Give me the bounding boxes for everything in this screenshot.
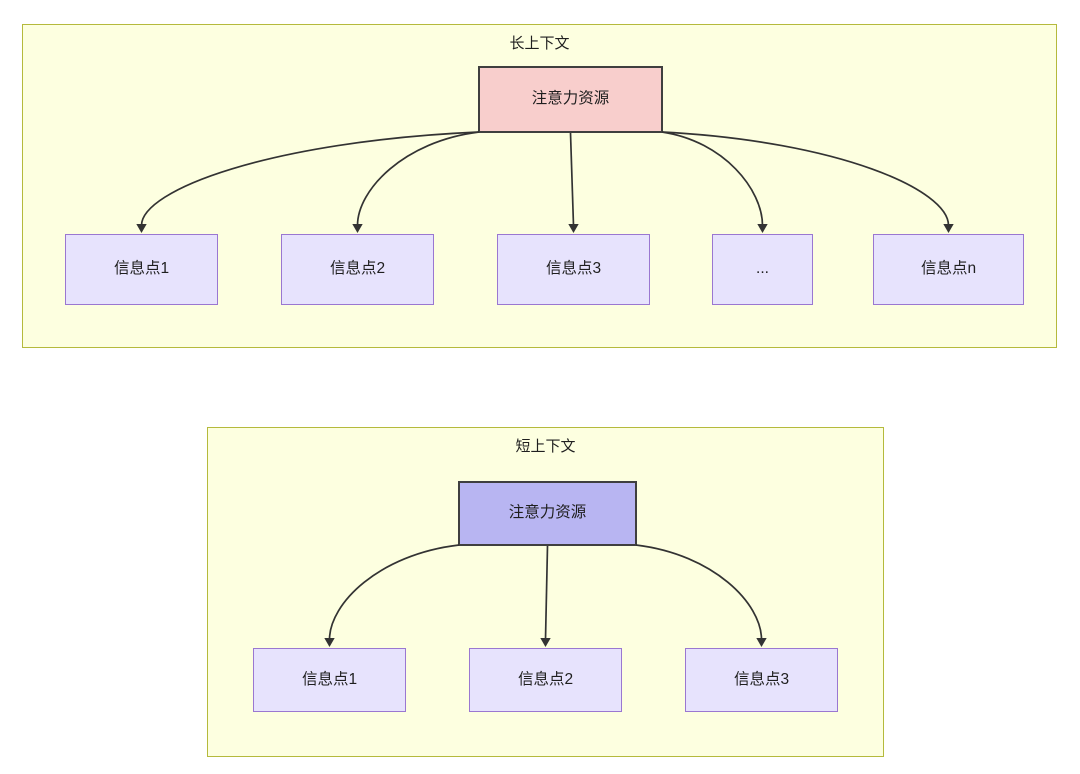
group-long-context-title: 长上下文 <box>509 35 570 52</box>
node-label: 注意力资源 <box>531 90 610 108</box>
group-short-context-title: 短上下文 <box>515 438 576 455</box>
node-label: 信息点1 <box>113 260 170 278</box>
node-info-point-n[interactable]: 信息点n <box>873 234 1024 305</box>
node-info-point-1[interactable]: 信息点1 <box>65 234 218 305</box>
node-info-point-2[interactable]: 信息点2 <box>281 234 434 305</box>
node-label: 注意力资源 <box>508 504 587 522</box>
node-label: 信息点3 <box>733 670 790 688</box>
node-short-info-point-3[interactable]: 信息点3 <box>685 648 838 712</box>
node-short-info-point-1[interactable]: 信息点1 <box>253 648 406 712</box>
node-label: 信息点n <box>920 260 977 278</box>
node-label: 信息点2 <box>329 260 386 278</box>
node-info-point-ellipsis[interactable]: ... <box>712 234 813 305</box>
node-label: 信息点1 <box>301 670 358 688</box>
node-label: 信息点2 <box>517 670 574 688</box>
node-label: ... <box>756 260 769 278</box>
node-info-point-3[interactable]: 信息点3 <box>497 234 650 305</box>
node-attention-resource-short[interactable]: 注意力资源 <box>458 481 637 546</box>
node-label: 信息点3 <box>545 260 602 278</box>
node-attention-resource-long[interactable]: 注意力资源 <box>478 66 663 133</box>
node-short-info-point-2[interactable]: 信息点2 <box>469 648 622 712</box>
